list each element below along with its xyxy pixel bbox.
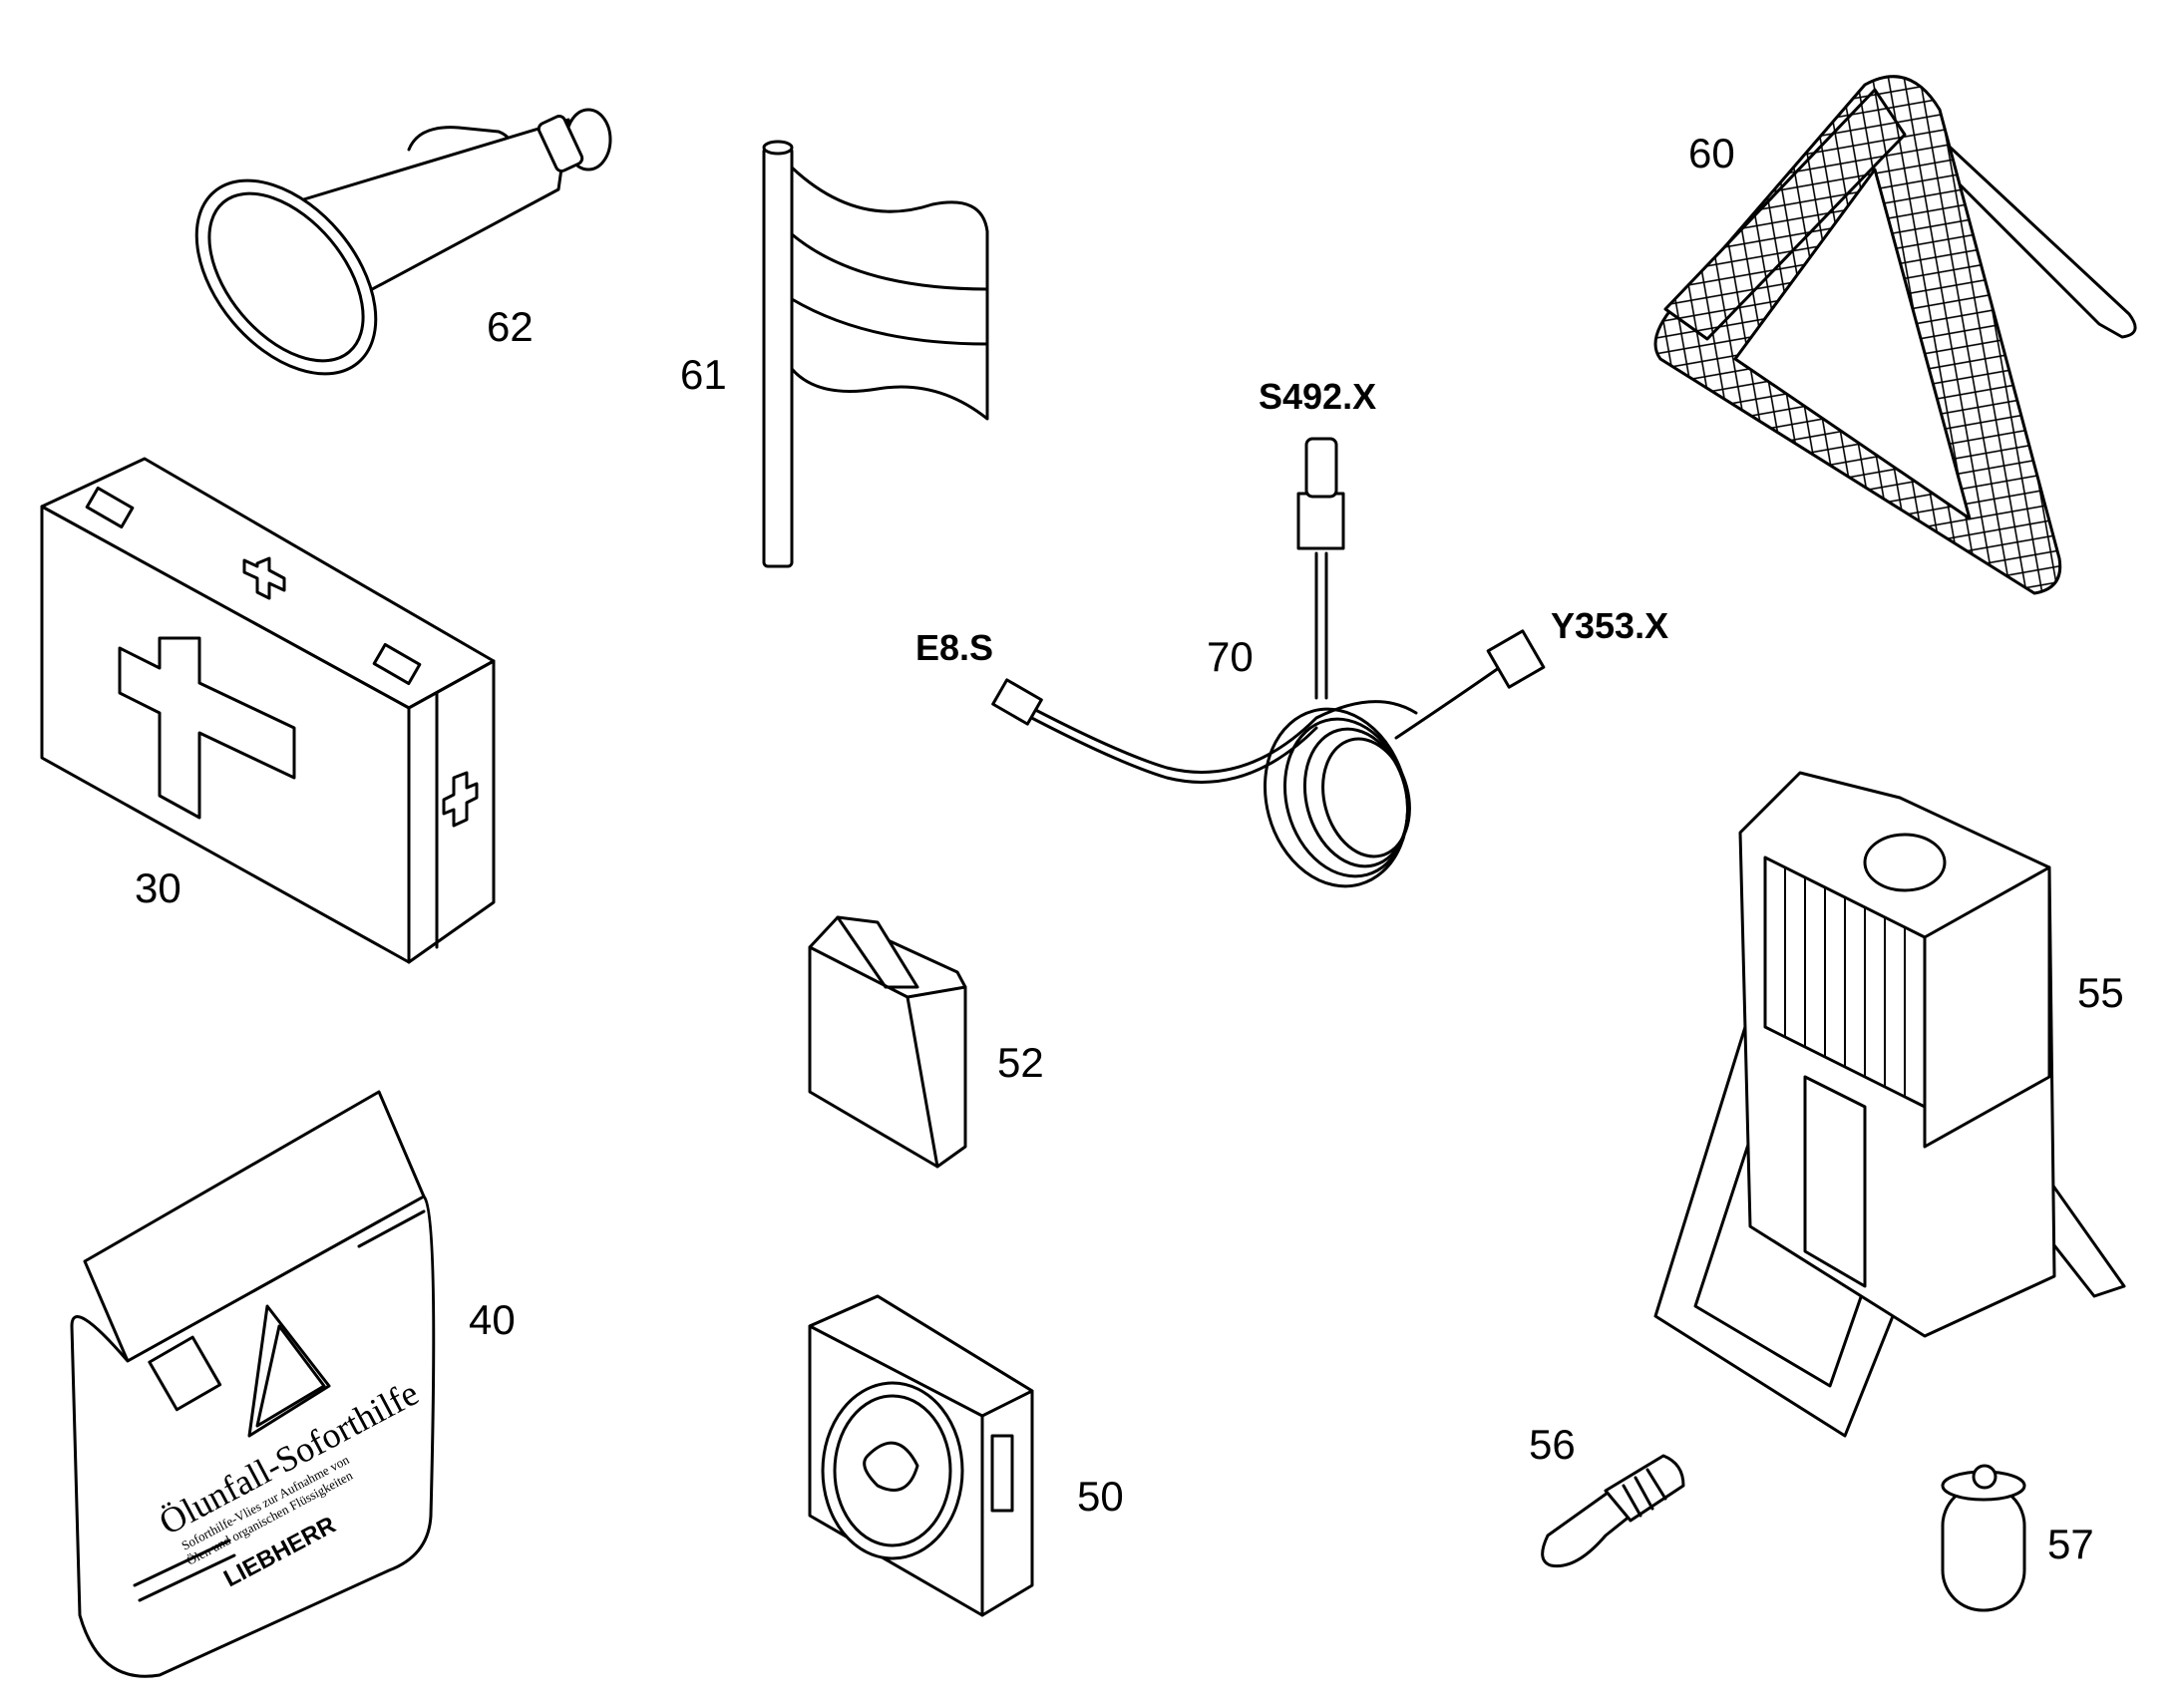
canister-illustration (808, 915, 967, 1169)
fuse-illustration (1941, 1464, 2026, 1612)
label-50: 50 (1077, 1473, 1124, 1520)
label-Y353X: Y353.X (1551, 605, 1668, 646)
label-52: 52 (997, 1039, 1044, 1086)
label-55: 55 (2077, 969, 2124, 1016)
work-lamp-illustration (1653, 771, 2126, 1438)
label-61: 61 (680, 351, 727, 398)
label-60: 60 (1688, 130, 1735, 176)
flag-illustration (762, 140, 989, 568)
label-62: 62 (487, 303, 534, 350)
oil-spill-kit-illustration: Ölunfall-Soforthilfe Soforthilfe-Vlies z… (70, 1090, 436, 1678)
first-aid-box-illustration (40, 457, 496, 964)
label-S492X: S492.X (1259, 376, 1376, 417)
label-E8S: E8.S (915, 627, 993, 668)
label-57: 57 (2047, 1521, 2094, 1567)
box-lamp-illustration (808, 1294, 1034, 1617)
label-30: 30 (135, 864, 182, 911)
label-70: 70 (1207, 633, 1254, 680)
horn-illustration (194, 108, 612, 376)
warning-triangle-illustration (1653, 75, 2137, 595)
label-40: 40 (469, 1296, 516, 1343)
cable-illustration (991, 437, 1546, 888)
label-56: 56 (1529, 1421, 1576, 1468)
bulb-illustration (1541, 1454, 1685, 1568)
